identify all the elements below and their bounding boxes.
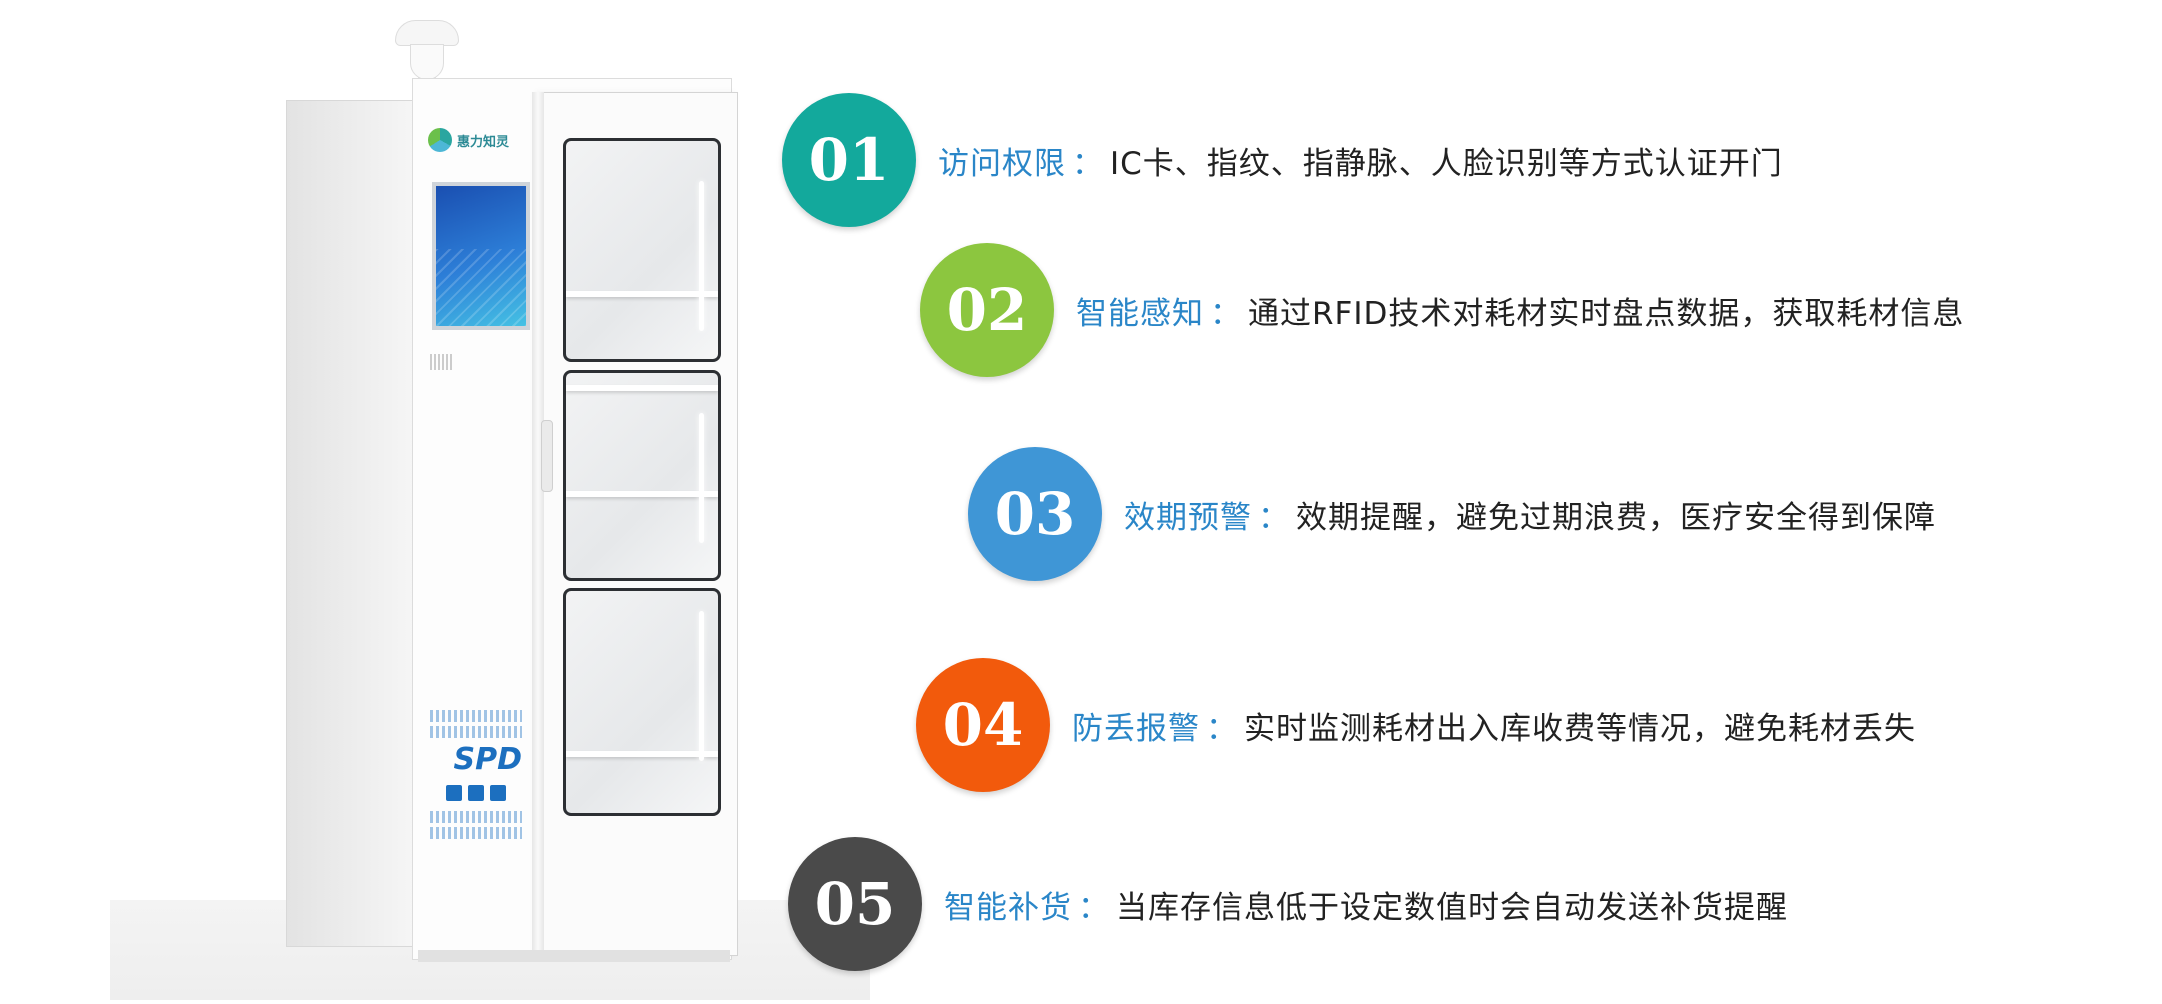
logo-text: 惠力知灵 — [457, 134, 510, 150]
speaker-grille — [430, 354, 454, 370]
led-light — [699, 413, 704, 543]
spd-logo: SPD — [453, 742, 523, 777]
smart-cabinet-image: 惠力知灵 SPD — [280, 20, 740, 965]
cabinet-base — [418, 950, 730, 962]
feature-title: 智能感知 — [1076, 295, 1204, 332]
glass-window-bottom — [563, 588, 721, 816]
feature-title: 防丢报警 — [1072, 710, 1200, 747]
feature-text: 智能补货：当库存信息低于设定数值时会自动发送补货提醒 — [944, 882, 1788, 927]
feature-description: IC卡、指纹、指静脉、人脸识别等方式认证开门 — [1110, 145, 1783, 182]
shield-icon — [468, 785, 484, 801]
led-light — [699, 611, 704, 761]
feature-restock: 05 智能补货：当库存信息低于设定数值时会自动发送补货提醒 — [788, 834, 1788, 974]
device-icon — [446, 785, 462, 801]
cabinet-side — [286, 100, 416, 947]
feature-description: 实时监测耗材出入库收费等情况，避免耗材丢失 — [1244, 710, 1916, 747]
feature-description: 效期提醒，避免过期浪费，医疗安全得到保障 — [1296, 499, 1936, 536]
shelf — [566, 385, 718, 391]
feature-description: 当库存信息低于设定数值时会自动发送补货提醒 — [1116, 889, 1788, 926]
feature-separator: ： — [1072, 145, 1104, 182]
door-handle — [541, 420, 553, 492]
feature-text: 防丢报警：实时监测耗材出入库收费等情况，避免耗材丢失 — [1072, 703, 1916, 748]
spd-icons — [446, 785, 522, 801]
cabinet-logo: 惠力知灵 — [428, 128, 509, 152]
feature-title: 效期预警 — [1124, 499, 1252, 536]
feature-expiry: 03 效期预警：效期提醒，避免过期浪费，医疗安全得到保障 — [968, 444, 1936, 584]
led-light — [699, 181, 704, 331]
feature-number-badge: 05 — [788, 837, 922, 971]
door-hinge — [532, 92, 544, 954]
feature-number-badge: 02 — [920, 243, 1054, 377]
glass-window-middle — [563, 370, 721, 581]
feature-anti-loss: 04 防丢报警：实时监测耗材出入库收费等情况，避免耗材丢失 — [916, 655, 1916, 795]
feature-separator: ： — [1258, 499, 1290, 536]
feature-sensing: 02 智能感知：通过RFID技术对耗材实时盘点数据，获取耗材信息 — [920, 240, 1964, 380]
feature-access: 01 访问权限：IC卡、指纹、指静脉、人脸识别等方式认证开门 — [782, 90, 1783, 230]
feature-title: 智能补货 — [944, 889, 1072, 926]
feature-title: 访问权限 — [938, 145, 1066, 182]
screen-graphic — [436, 249, 526, 326]
feature-separator: ： — [1206, 710, 1238, 747]
feature-separator: ： — [1210, 295, 1242, 332]
touch-screen — [432, 182, 530, 330]
feature-number-badge: 01 — [782, 93, 916, 227]
glass-window-top — [563, 138, 721, 362]
feature-text: 访问权限：IC卡、指纹、指静脉、人脸识别等方式认证开门 — [938, 138, 1783, 183]
feature-description: 通过RFID技术对耗材实时盘点数据，获取耗材信息 — [1248, 295, 1965, 332]
sensor-cap — [395, 20, 459, 46]
feature-separator: ： — [1078, 889, 1110, 926]
shelf — [566, 491, 718, 497]
feature-text: 智能感知：通过RFID技术对耗材实时盘点数据，获取耗材信息 — [1076, 288, 1964, 333]
smoke-sensor-icon — [410, 44, 444, 80]
feature-text: 效期预警：效期提醒，避免过期浪费，医疗安全得到保障 — [1124, 492, 1936, 537]
arrow-icon — [490, 785, 506, 801]
shelf — [566, 751, 718, 757]
feature-number-badge: 03 — [968, 447, 1102, 581]
logo-icon — [428, 128, 452, 152]
feature-number-badge: 04 — [916, 658, 1050, 792]
shelf — [566, 291, 718, 297]
spd-decal: SPD — [430, 710, 522, 860]
